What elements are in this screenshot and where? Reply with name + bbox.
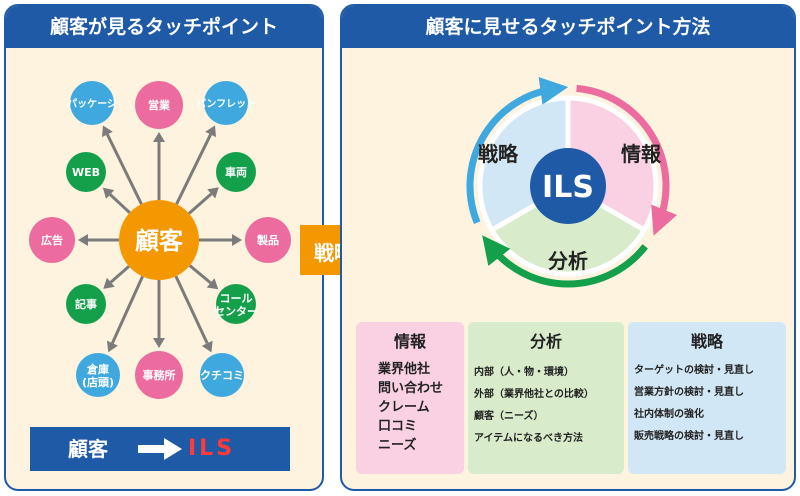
analysis-box-title: 分析	[529, 332, 562, 351]
list-item: 問い合わせ	[378, 381, 444, 396]
hub-arrow	[175, 133, 212, 205]
hub-arrow	[109, 265, 130, 284]
hub-arrows	[78, 125, 242, 353]
left-panel-title: 顧客が見るタッチポイント	[6, 6, 322, 48]
analysis-box: 分析 内部（人・物・環境） 外部（業界他社との比較） 顧客（ニーズ） アイテムに…	[468, 322, 624, 474]
touchpoint-node-callcenter	[216, 284, 256, 324]
list-item: クレーム	[378, 400, 430, 415]
list-item: ニーズ	[378, 438, 417, 453]
hub-arrow-head	[102, 187, 115, 199]
list-item: 社内体制の強化	[634, 409, 704, 420]
hub-arrow	[111, 275, 144, 344]
bottom-ils-label: ILS	[188, 436, 236, 461]
info-box-list: 業界他社 問い合わせ クレーム 口コミ ニーズ	[378, 360, 443, 455]
hub-arrow	[187, 192, 213, 215]
hub-arrow	[106, 133, 143, 205]
touchpoint-node-kiji	[66, 284, 106, 324]
touchpoint-label: クチコミ	[200, 369, 244, 382]
ils-center-label: ILS	[542, 170, 594, 205]
list-item: 営業方針の検討・見直し	[634, 387, 744, 398]
touchpoint-node-souko	[76, 353, 120, 397]
list-item: ターゲットの検討・見直し	[634, 365, 754, 376]
cycle-label-strategy: 戦略	[478, 142, 519, 166]
info-box-title: 情報	[393, 332, 426, 351]
touchpoint-label: パンフレット	[196, 98, 256, 110]
touchpoint-label: 広告	[41, 233, 63, 247]
hub-arrow-head	[78, 234, 88, 246]
touchpoint-label-line2: (店頭)	[82, 375, 114, 389]
touchpoint-label: 事務所	[143, 368, 176, 382]
touchpoint-node-jimusho	[135, 351, 183, 399]
cycle-label-info: 情報	[621, 142, 662, 166]
hub-arrow	[174, 275, 209, 344]
list-item: 外部（業界他社との比較）	[474, 389, 594, 400]
customer-center-label: 顧客	[135, 227, 184, 255]
strategy-box-title: 戦略	[690, 332, 723, 351]
bottom-customer-label: 顧客	[68, 437, 108, 461]
hub-arrow-head	[103, 277, 115, 289]
touchpoint-node-web	[66, 152, 106, 192]
touchpoint-label: コール	[220, 292, 253, 305]
hub-arrow-head	[153, 132, 165, 142]
strategy-arc	[466, 77, 569, 225]
touchpoint-label: 製品	[256, 233, 279, 247]
touchpoint-node-package	[70, 81, 114, 125]
list-item: 業界他社	[378, 362, 431, 377]
ils-center-circle	[530, 148, 606, 224]
right-arrow-icon	[138, 438, 182, 460]
touchpoint-label: 倉庫	[86, 362, 109, 376]
touchpoint-label: 記事	[75, 297, 97, 311]
list-item: 顧客（ニーズ）	[474, 411, 544, 422]
info-box: 情報 業界他社 問い合わせ クレーム 口コミ ニーズ	[356, 322, 464, 474]
hub-arrow-head	[205, 125, 217, 138]
touchpoint-node-kokoku	[29, 217, 75, 263]
cycle-label-analysis: 分析	[548, 249, 588, 273]
customer-center-circle	[119, 200, 199, 280]
ils-cycle-diagram: ILS 戦略 情報 分析	[466, 77, 678, 288]
hub-arrow-head	[206, 278, 219, 290]
hub-arrow-head	[101, 125, 113, 138]
touchpoint-label: 車両	[225, 165, 247, 179]
right-panel-title: 顧客に見せるタッチポイント方法	[342, 6, 794, 48]
touchpoint-node-sharyo	[216, 152, 256, 192]
hub-arrow-head	[153, 338, 165, 348]
list-item: 販売戦略の検討・見直し	[634, 431, 744, 442]
touchpoint-label: パッケージ	[67, 98, 117, 110]
touchpoint-label: WEB	[72, 166, 100, 179]
analysis-arc	[482, 235, 648, 288]
hub-arrow-head	[232, 234, 242, 246]
customer-to-ils-bar: 顧客 ILS	[30, 427, 290, 471]
touchpoint-node-seihin	[245, 217, 291, 263]
strategy-box-list: ターゲットの検討・見直し 営業方針の検討・見直し 社内体制の強化 販売戦略の検討…	[634, 360, 754, 448]
hub-arrow	[109, 193, 131, 214]
touchpoint-label-line2: センター	[214, 305, 258, 318]
touchpoint-node-kuchikomi	[200, 353, 244, 397]
list-item: アイテムになるべき方法	[474, 433, 583, 444]
analysis-box-list: 内部（人・物・環境） 外部（業界他社との比較） 顧客（ニーズ） アイテムになるべ…	[474, 362, 594, 450]
hub-arrow-head	[207, 187, 219, 199]
touchpoint-label: 営業	[148, 98, 171, 112]
strategy-box: 戦略 ターゲットの検討・見直し 営業方針の検討・見直し 社内体制の強化 販売戦略…	[628, 322, 786, 474]
list-item: 内部（人・物・環境）	[474, 367, 574, 378]
hub-arrow-head	[201, 340, 213, 353]
hub-arrow-head	[106, 340, 118, 353]
list-item: 口コミ	[378, 419, 418, 434]
touchpoint-node-pamphlet	[204, 81, 248, 125]
hub-arrow	[188, 264, 212, 285]
info-arc	[576, 84, 678, 236]
touchpoint-node-eigyo	[135, 81, 183, 129]
